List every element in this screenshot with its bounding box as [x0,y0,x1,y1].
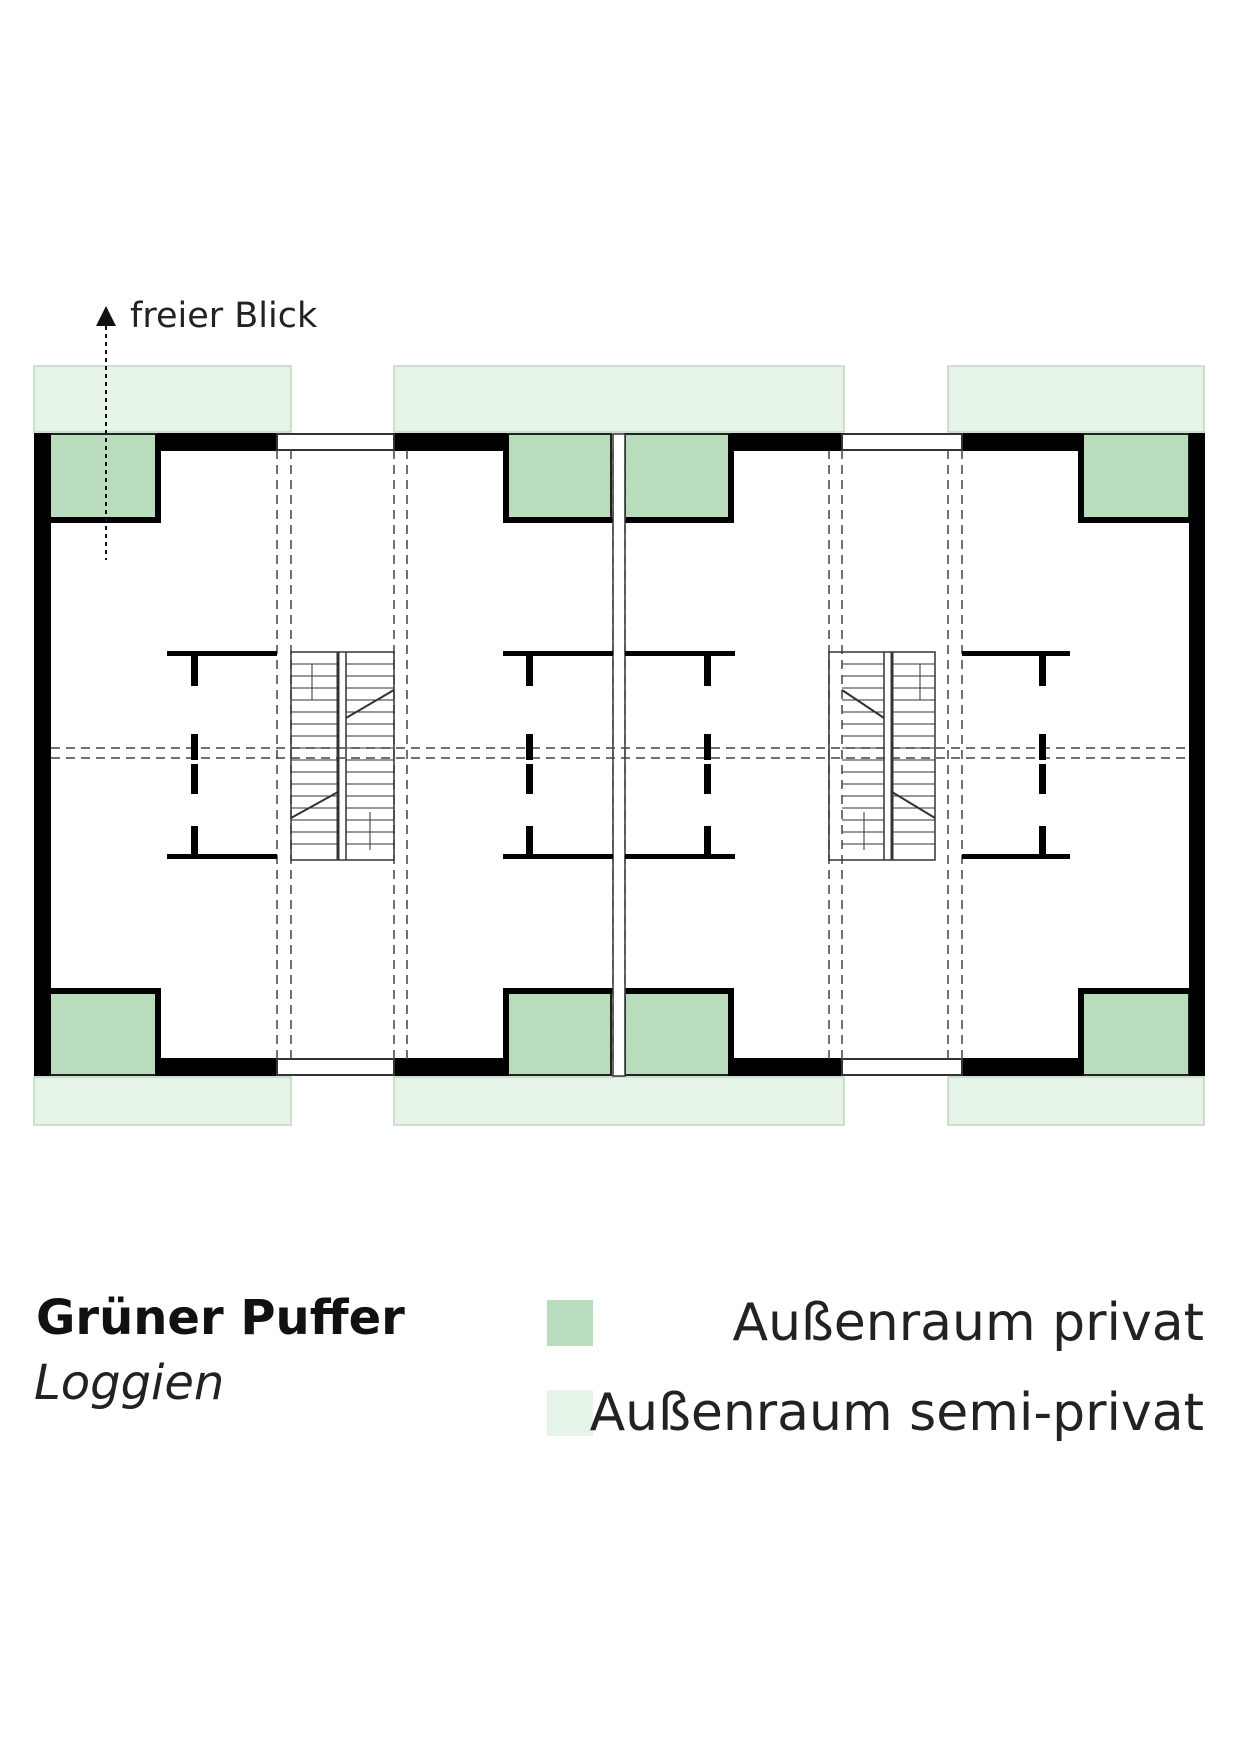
semi-private-zone [33,365,292,433]
loggia-wall [503,434,509,522]
staircase-right [828,651,936,861]
stair-facade-openings [276,433,963,1076]
south-wall [158,1058,277,1076]
loggia-wall [622,517,734,523]
loggia-wall [1078,434,1084,522]
loggia-wall [622,988,734,994]
semi-private-zones-bottom [33,1076,1205,1126]
legend-label-private: Außenraum privat [732,1293,1204,1353]
legend-swatch-semi-private [547,1390,593,1436]
east-wall [1189,433,1205,1076]
north-wall [731,433,842,451]
west-wall [34,433,51,1076]
party-wall [612,433,626,1077]
semi-private-zone [393,1076,845,1126]
diagram-title: Grüner Puffer [36,1290,405,1346]
loggia-wall [503,517,614,523]
loggia [624,991,732,1076]
loggia-wall [728,988,734,1076]
semi-private-zone [947,365,1205,433]
loggia-wall [1078,988,1084,1076]
loggia [505,991,612,1076]
opening [841,433,963,451]
loggia-wall [1078,517,1189,523]
opening [276,433,395,451]
loggia-wall [1078,988,1189,994]
legend-swatch-private [547,1300,593,1346]
party-wall [612,433,626,1077]
semi-private-zone [33,1076,292,1126]
semi-private-zone [393,365,845,433]
opening [276,1058,395,1076]
core-walls [167,651,1070,859]
loggia-wall [503,988,614,994]
walls [34,433,1205,1076]
north-wall [158,433,277,451]
south-wall [394,1058,506,1076]
semi-private-zones-top [33,365,1205,433]
loggia [624,433,732,521]
loggia [1080,991,1190,1076]
opening [841,1058,963,1076]
legend-label-semi-private: Außenraum semi-privat [589,1383,1204,1443]
loggia-wall [155,434,161,522]
loggia-wall [503,988,509,1076]
loggia [49,433,159,521]
loggia [49,991,159,1076]
south-wall [962,1058,1081,1076]
private-loggias [49,433,1190,1076]
south-wall [731,1058,842,1076]
loggia-wall [50,988,161,994]
view-label: freier Blick [130,296,318,336]
loggia [505,433,612,521]
diagram-subtitle: Loggien [34,1355,225,1411]
north-wall [394,433,506,451]
semi-private-zone [947,1076,1205,1126]
north-wall [962,433,1081,451]
loggia [1080,433,1190,521]
loggia-wall [728,434,734,522]
staircase-left [290,651,395,861]
loggia-wall [155,988,161,1076]
arrow-up-icon [96,306,116,560]
